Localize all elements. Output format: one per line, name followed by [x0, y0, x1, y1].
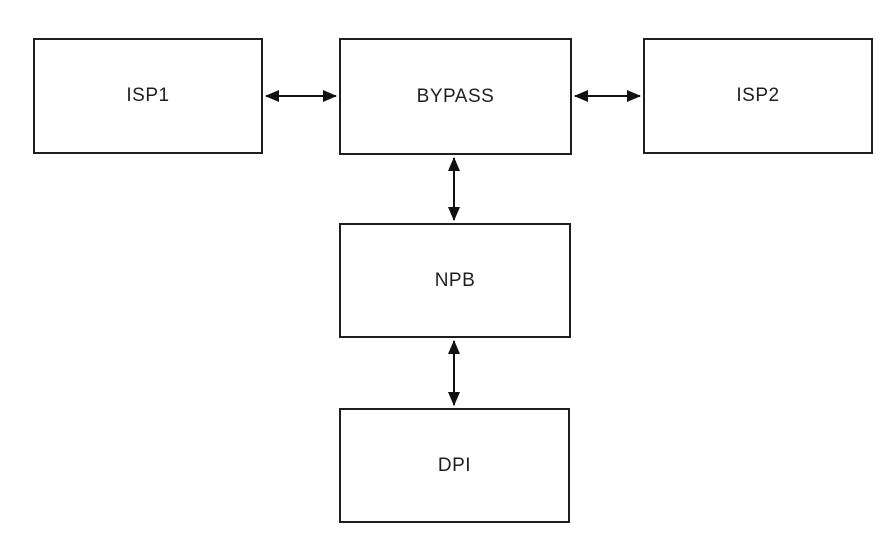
node-bypass-label: BYPASS	[416, 85, 495, 107]
node-isp1: ISP1	[33, 38, 263, 154]
node-npb: NPB	[339, 223, 571, 338]
node-dpi-label: DPI	[437, 454, 472, 476]
node-npb-label: NPB	[434, 269, 476, 291]
node-bypass: BYPASS	[339, 38, 572, 155]
node-isp1-label: ISP1	[126, 85, 170, 106]
node-isp2: ISP2	[643, 38, 873, 154]
node-isp2-label: ISP2	[736, 85, 780, 106]
node-dpi: DPI	[339, 408, 570, 523]
